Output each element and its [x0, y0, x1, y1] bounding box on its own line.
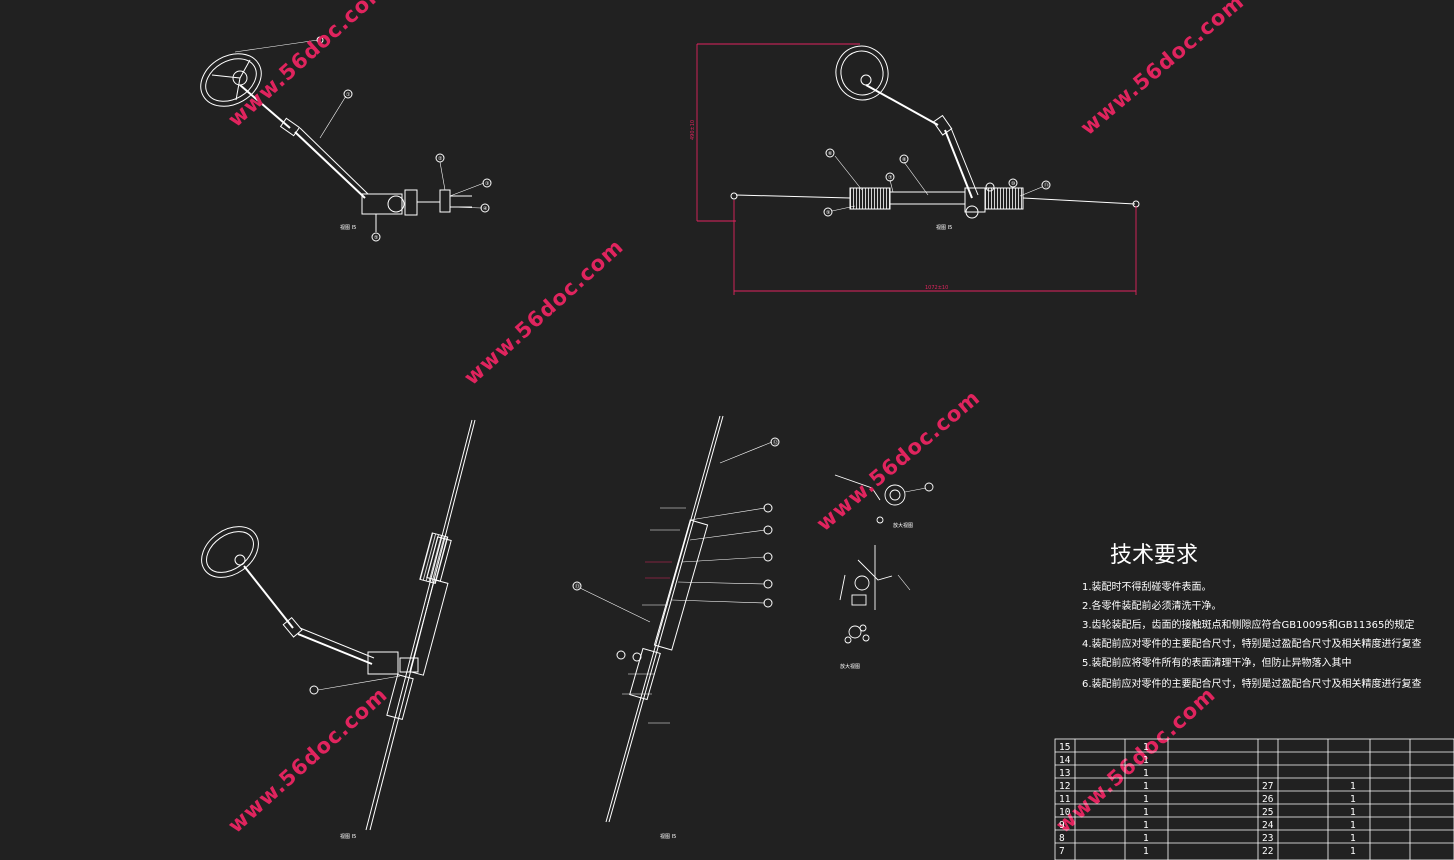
part-number: 8	[1059, 833, 1065, 844]
fit-labels-pink	[645, 561, 672, 579]
tech-req-item: 2.各零件装配前必须清洗干净。	[1082, 599, 1222, 612]
part-qty: 1	[1143, 833, 1149, 844]
tech-req-item: 4.装配前应对零件的主要配合尺寸，特别是过盈配合尺寸及相关精度进行复查	[1082, 637, 1422, 650]
svg-text:③: ③	[485, 181, 489, 187]
part-number: 10	[1059, 807, 1071, 818]
watermark: www.56doc.com	[812, 385, 985, 536]
part-qty: 1	[1350, 794, 1356, 805]
part-qty: 1	[1143, 755, 1149, 766]
part-number: 11	[1059, 794, 1071, 805]
part-number: 24	[1262, 820, 1274, 831]
watermark: www.56doc.com	[223, 682, 392, 837]
part-qty: 1	[1143, 807, 1149, 818]
tech-req-item: 1.装配时不得刮碰零件表面。	[1082, 580, 1212, 593]
technical-requirements: 技术要求 1.装配时不得刮碰零件表面。 2.各零件装配前必须清洗干净。 3.齿轮…	[1082, 543, 1422, 690]
parts-table	[1054, 738, 1454, 860]
part-qty: 1	[1143, 768, 1149, 779]
view-top-right-assembly: 视图 I5	[730, 45, 1140, 231]
part-qty: 1	[1143, 794, 1149, 805]
part-qty: 1	[1350, 820, 1356, 831]
svg-text:视图 I5: 视图 I5	[936, 224, 952, 231]
view-rack-section: 视图 I5	[572, 415, 780, 840]
part-number: 22	[1262, 846, 1273, 857]
part-number: 9	[1059, 820, 1065, 831]
svg-text:视图 I5: 视图 I5	[340, 224, 356, 231]
dimension-horizontal: 1072±10	[925, 285, 948, 291]
svg-text:⑬: ⑬	[575, 583, 580, 590]
part-qty: 1	[1350, 846, 1356, 857]
part-number: 26	[1262, 794, 1274, 805]
watermark: www.56doc.com	[223, 0, 392, 132]
svg-text:⑤: ⑤	[374, 235, 378, 241]
tech-req-item: 5.装配前应将零件所有的表面清理干净，但防止异物落入其中	[1082, 656, 1352, 669]
view-bottom-left-assembly: 视图 I5	[201, 419, 476, 840]
intermediate-shaft	[294, 131, 366, 199]
steering-wheel-rim	[200, 53, 262, 107]
tech-req-item: 6.装配前应对零件的主要配合尺寸，特别是过盈配合尺寸及相关精度进行复查	[1082, 677, 1422, 690]
parts-table-text: 15 14 13 12 11 10 9 8 7 1 1 1 1 1 1 1 1 …	[1059, 742, 1356, 857]
svg-text:视图 I5: 视图 I5	[660, 833, 676, 840]
tech-req-title: 技术要求	[1110, 543, 1198, 568]
part-number: 27	[1262, 781, 1273, 792]
tech-req-item: 3.齿轮装配后，齿面的接触斑点和侧隙应符合GB10095和GB11365的规定	[1082, 618, 1414, 631]
svg-text:放大视图: 放大视图	[893, 522, 913, 529]
part-qty: 1	[1350, 807, 1356, 818]
svg-text:⑫: ⑫	[773, 439, 778, 446]
svg-text:⑥: ⑥	[828, 151, 833, 157]
part-qty: 1	[1143, 742, 1149, 753]
svg-text:⑦: ⑦	[888, 175, 893, 181]
balloon-labels: ① ② ③ ④ ⑤ ⑥ ⑦ ⑧ ⑨ ⑩ ⑪ ⑫ ⑬	[346, 92, 1049, 590]
part-number: 15	[1059, 742, 1070, 753]
part-qty: 1	[1143, 820, 1149, 831]
boot-left	[849, 187, 891, 210]
part-qty: 1	[1350, 781, 1356, 792]
rack-housing	[889, 191, 966, 205]
part-qty: 1	[1143, 781, 1149, 792]
part-number: 12	[1059, 781, 1070, 792]
svg-text:⑨: ⑨	[826, 210, 830, 216]
steering-wheel-rim-2	[835, 45, 889, 101]
part-number: 23	[1262, 833, 1273, 844]
svg-text:⑪: ⑪	[1044, 182, 1049, 189]
detail-views: 放大视图 放大视图	[834, 474, 934, 670]
part-number: 7	[1059, 846, 1065, 857]
view-top-left-steering-assembly: 视图 I5	[200, 36, 492, 242]
svg-text:①: ①	[346, 92, 351, 98]
watermark: www.56doc.com	[459, 234, 628, 389]
dimension-vertical: 490±10	[690, 120, 696, 140]
watermark: www.56doc.com	[1076, 0, 1249, 140]
part-qty: 1	[1350, 833, 1356, 844]
svg-text:②: ②	[438, 156, 443, 162]
svg-text:放大视图: 放大视图	[840, 663, 860, 670]
part-number: 14	[1059, 755, 1071, 766]
dimension-lines	[696, 43, 1137, 295]
svg-text:⑧: ⑧	[902, 157, 907, 163]
svg-text:视图 I5: 视图 I5	[340, 833, 356, 840]
part-number: 13	[1059, 768, 1070, 779]
watermark: www.56doc.com	[1051, 682, 1220, 837]
svg-text:⑩: ⑩	[1011, 181, 1016, 187]
svg-text:④: ④	[483, 206, 488, 212]
part-number: 25	[1262, 807, 1273, 818]
steering-wheel-rim-3	[201, 526, 259, 578]
part-qty: 1	[1143, 846, 1149, 857]
